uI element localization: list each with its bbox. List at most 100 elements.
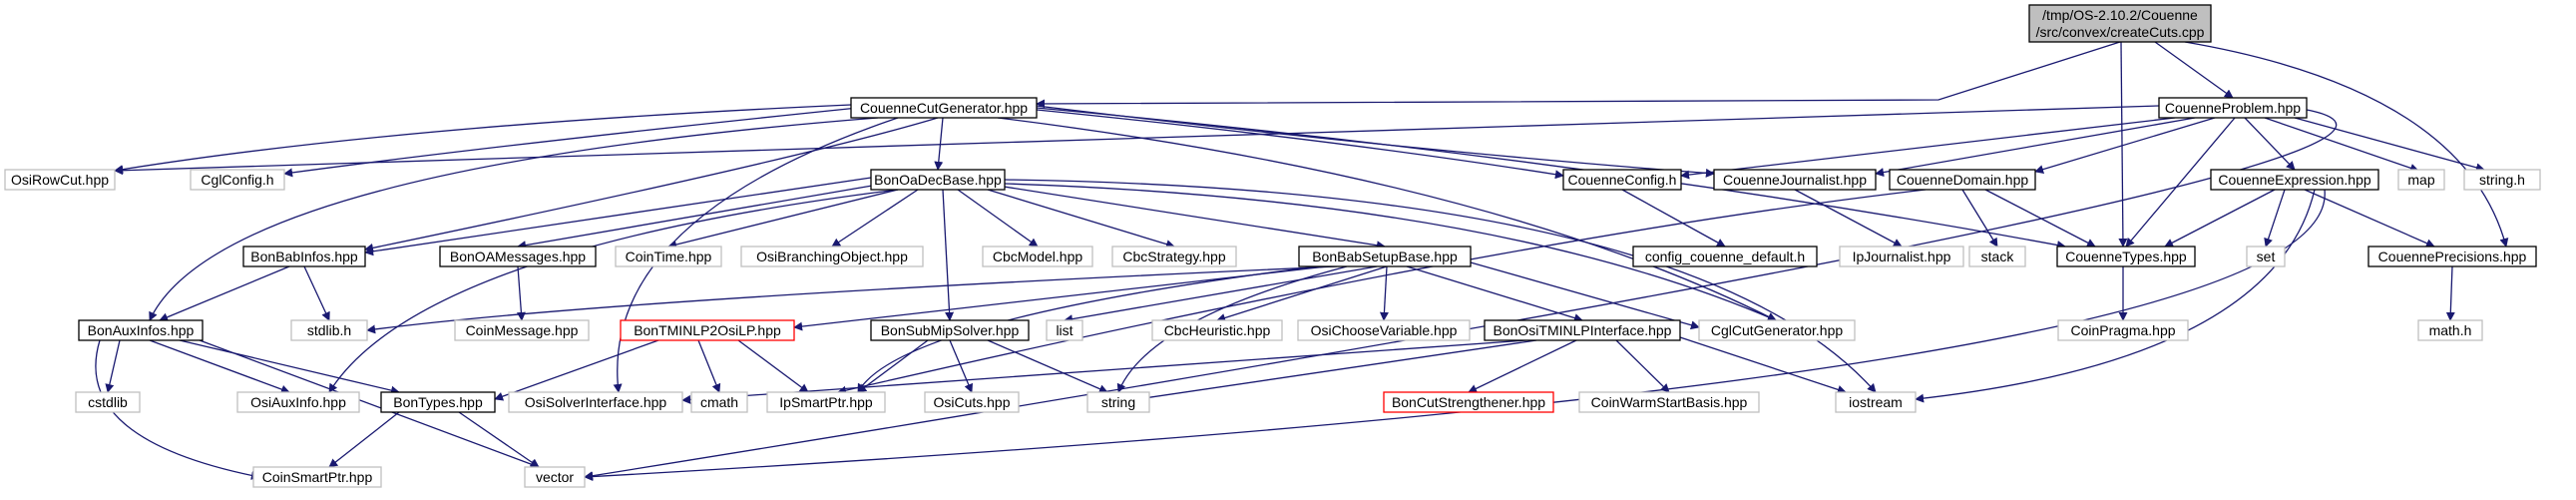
node-osi-solver-interface[interactable]: OsiSolverInterface.hpp	[508, 391, 683, 413]
dependency-edge	[1468, 339, 1577, 393]
dependency-edge	[1794, 189, 1903, 248]
dependency-edge	[1379, 265, 1389, 321]
dependency-edge	[831, 189, 919, 248]
node-coin-smart-ptr[interactable]: CoinSmartPtr.hpp	[252, 466, 382, 488]
node-list[interactable]: list	[1046, 319, 1083, 341]
node-cbc-model[interactable]: CbcModel.hpp	[982, 246, 1093, 267]
dependency-edge	[105, 339, 121, 393]
dependency-edge	[303, 265, 330, 321]
dependency-edge	[1680, 117, 2176, 180]
dependency-edge	[1036, 105, 1715, 178]
dependency-edge	[2154, 41, 2234, 99]
node-stdlib-h[interactable]: stdlib.h	[290, 319, 368, 341]
node-couenne-cut-generator[interactable]: CouenneCutGenerator.hpp	[850, 97, 1038, 119]
node-bon-aux-infos[interactable]: BonAuxInfos.hpp	[78, 319, 204, 341]
node-config-couenne-default[interactable]: config_couenne_default.h	[1632, 246, 1818, 267]
node-math-h[interactable]: math.h	[2417, 319, 2483, 341]
node-couenne-journalist[interactable]: CouenneJournalist.hpp	[1713, 169, 1877, 191]
node-iostream[interactable]: iostream	[1835, 391, 1917, 413]
svg-text:OsiAuxInfo.hpp: OsiAuxInfo.hpp	[250, 394, 346, 410]
node-root-line2: /src/convex/createCuts.cpp	[2036, 24, 2205, 40]
dependency-edge	[1984, 189, 2096, 248]
dependency-edge	[149, 117, 879, 321]
svg-text:CouenneConfig.h: CouenneConfig.h	[1568, 172, 1677, 188]
node-map[interactable]: map	[2397, 169, 2445, 191]
svg-text:OsiCuts.hpp: OsiCuts.hpp	[933, 394, 1010, 410]
dependency-edge	[2164, 189, 2276, 248]
node-bon-sub-mip-solver[interactable]: BonSubMipSolver.hpp	[870, 319, 1030, 341]
node-cmath[interactable]: cmath	[690, 391, 748, 413]
dependency-edge	[613, 117, 899, 393]
svg-text:iostream: iostream	[1849, 394, 1903, 410]
dependency-edge	[1064, 265, 1378, 324]
dependency-edge	[1915, 189, 2316, 403]
svg-text:config_couenne_default.h: config_couenne_default.h	[1645, 249, 1805, 264]
dependency-edge	[2294, 117, 2485, 173]
node-string[interactable]: string	[1086, 391, 1150, 413]
node-couenne-domain[interactable]: CouenneDomain.hpp	[1889, 169, 2036, 191]
node-bon-tminlp2osilp[interactable]: BonTMINLP2OsiLP.hpp	[620, 319, 795, 341]
dependency-edge	[987, 189, 1175, 249]
node-cgl-cut-generator[interactable]: CglCutGenerator.hpp	[1698, 319, 1856, 341]
dependency-edge	[2264, 117, 2419, 173]
dependency-edge	[1036, 107, 2066, 250]
svg-text:string.h: string.h	[2479, 172, 2525, 188]
dependency-edge	[2184, 41, 2509, 248]
node-couenne-precisions[interactable]: CouennePrecisions.hpp	[2367, 246, 2537, 267]
node-couenne-expression[interactable]: CouenneExpression.hpp	[2210, 169, 2379, 191]
node-bon-types[interactable]: BonTypes.hpp	[380, 391, 496, 413]
node-root-createcuts: /tmp/OS-2.10.2/Couenne /src/convex/creat…	[2028, 4, 2212, 43]
node-ip-smart-ptr[interactable]: IpSmartPtr.hpp	[766, 391, 886, 413]
node-ip-journalist[interactable]: IpJournalist.hpp	[1839, 246, 1964, 267]
node-set[interactable]: set	[2246, 246, 2286, 267]
dependency-edge	[159, 265, 290, 322]
dependency-edge	[957, 189, 1039, 248]
node-vector[interactable]: vector	[524, 466, 586, 488]
svg-text:CouenneDomain.hpp: CouenneDomain.hpp	[1897, 172, 2029, 188]
node-couenne-problem[interactable]: CouenneProblem.hpp	[2158, 97, 2308, 119]
node-coin-message[interactable]: CoinMessage.hpp	[454, 319, 590, 341]
dependency-edge	[95, 339, 260, 480]
dependency-edge	[934, 117, 944, 171]
node-bon-bab-setup-base[interactable]: BonBabSetupBase.hpp	[1298, 246, 1472, 267]
svg-text:CoinSmartPtr.hpp: CoinSmartPtr.hpp	[262, 469, 373, 485]
dependency-edge	[857, 339, 929, 393]
node-cgl-config[interactable]: CglConfig.h	[190, 169, 285, 191]
node-cbc-heuristic[interactable]: CbcHeuristic.hpp	[1151, 319, 1283, 341]
svg-text:CoinPragma.hpp: CoinPragma.hpp	[2070, 322, 2175, 338]
node-bon-osi-tminlp-interface[interactable]: BonOsiTMINLPInterface.hpp	[1484, 319, 1681, 341]
node-bon-oa-messages[interactable]: BonOAMessages.hpp	[439, 246, 597, 267]
node-coin-warm-start-basis[interactable]: CoinWarmStartBasis.hpp	[1578, 391, 1760, 413]
node-bon-oa-dec-base[interactable]: BonOaDecBase.hpp	[870, 169, 1006, 191]
node-cstdlib[interactable]: cstdlib	[75, 391, 141, 413]
dependency-edge	[366, 265, 1338, 334]
dependency-edge	[1961, 189, 1998, 248]
node-osi-choose-variable[interactable]: OsiChooseVariable.hpp	[1297, 319, 1471, 341]
node-couenne-config[interactable]: CouenneConfig.h	[1562, 169, 1682, 191]
dependency-edge	[149, 339, 290, 394]
svg-text:BonOAMessages.hpp: BonOAMessages.hpp	[450, 249, 586, 264]
node-osi-branching-object[interactable]: OsiBranchingObject.hpp	[740, 246, 924, 267]
node-string-h[interactable]: string.h	[2463, 169, 2541, 191]
node-osi-aux-info[interactable]: OsiAuxInfo.hpp	[236, 391, 360, 413]
node-coin-time[interactable]: CoinTime.hpp	[615, 246, 722, 267]
svg-text:IpJournalist.hpp: IpJournalist.hpp	[1853, 249, 1951, 264]
dependency-edge	[2304, 189, 2435, 248]
dependency-edge	[364, 117, 939, 252]
node-coin-pragma[interactable]: CoinPragma.hpp	[2057, 319, 2189, 341]
svg-text:map: map	[2407, 172, 2434, 188]
node-bon-cut-strengthener[interactable]: BonCutStrengthener.hpp	[1383, 391, 1554, 413]
svg-text:CouennePrecisions.hpp: CouennePrecisions.hpp	[2378, 249, 2527, 264]
node-stack[interactable]: stack	[1968, 246, 2026, 267]
node-osi-cuts[interactable]: OsiCuts.hpp	[924, 391, 1020, 413]
svg-text:cmath: cmath	[700, 394, 738, 410]
dependency-edge	[1470, 261, 1700, 330]
dependency-edge	[1875, 117, 2196, 178]
svg-text:CbcHeuristic.hpp: CbcHeuristic.hpp	[1164, 322, 1271, 338]
dependency-edge	[2125, 117, 2236, 248]
node-bon-bab-infos[interactable]: BonBabInfos.hpp	[242, 246, 366, 267]
svg-text:CouenneProblem.hpp: CouenneProblem.hpp	[2165, 100, 2301, 116]
node-osi-row-cut[interactable]: OsiRowCut.hpp	[4, 169, 116, 191]
node-cbc-strategy[interactable]: CbcStrategy.hpp	[1111, 246, 1237, 267]
node-couenne-types[interactable]: CouenneTypes.hpp	[2056, 246, 2196, 267]
